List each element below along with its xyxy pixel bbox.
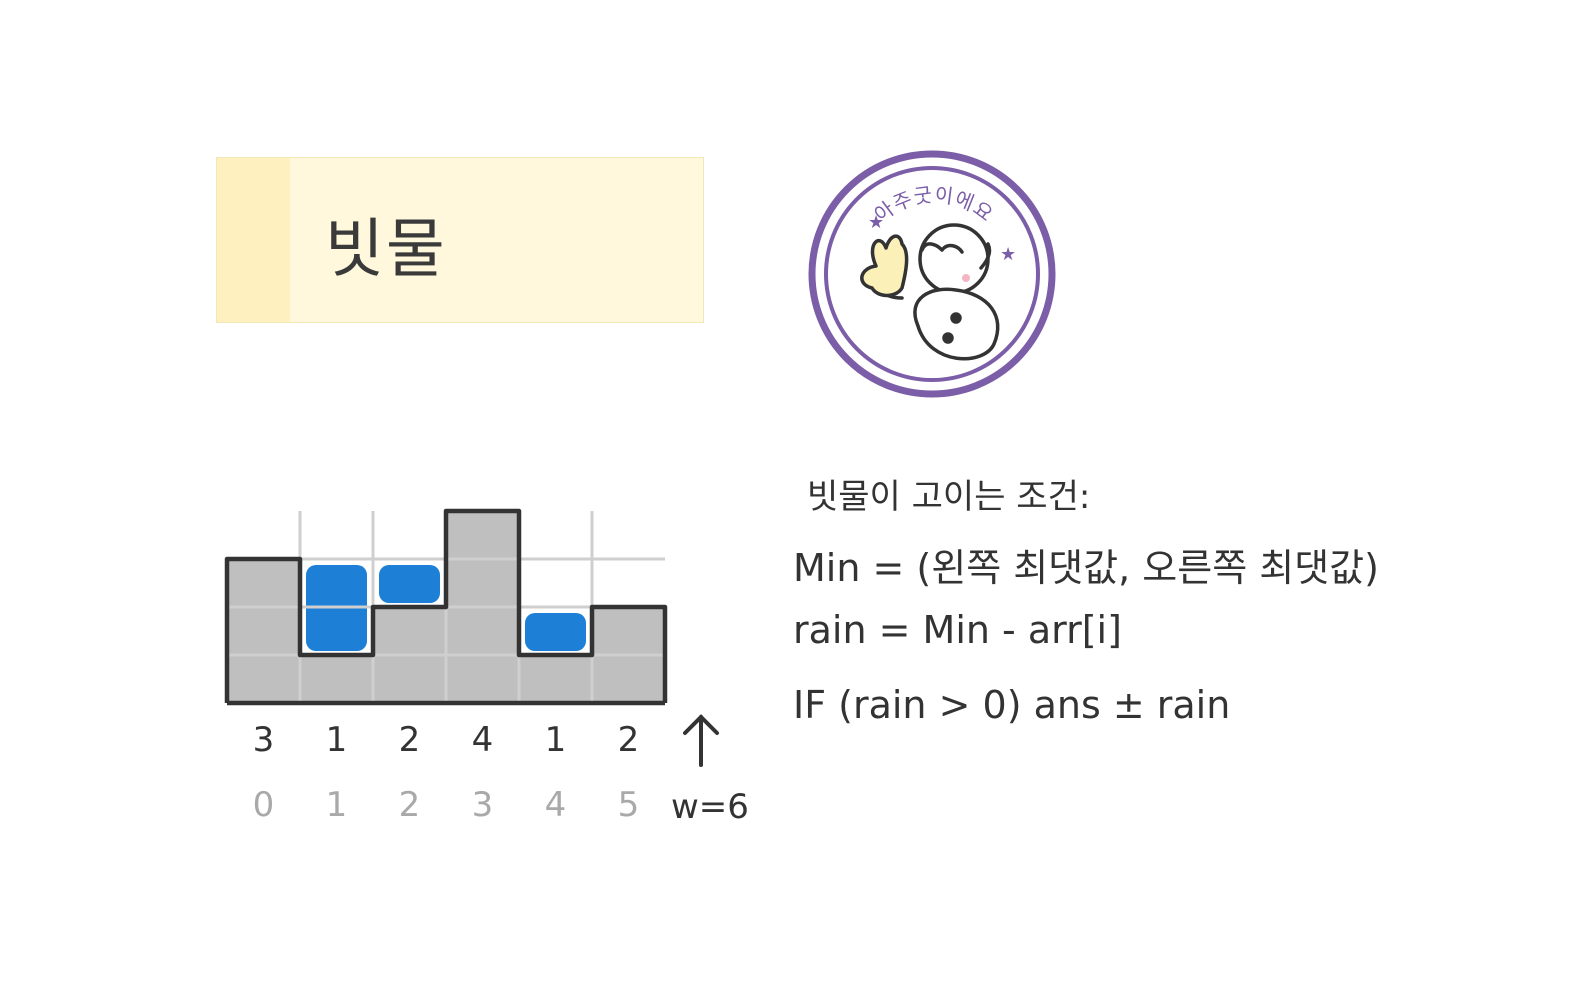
wall-column	[300, 655, 373, 703]
height-label: 3	[253, 720, 275, 760]
width-label: w=6	[671, 787, 749, 827]
mitten-icon	[860, 234, 909, 298]
wall-column	[519, 655, 592, 703]
index-labels: 0 1 2 3 4 5	[253, 785, 640, 825]
height-label: 1	[545, 720, 567, 760]
stamp-text: 아주굿이에요	[870, 182, 998, 226]
good-job-stamp: 아주굿이에요 ★ ★	[806, 148, 1058, 400]
formula-min: Min = (왼쪽 최댓값, 오른쪽 최댓값)	[793, 546, 1379, 590]
page-title: 빗물	[325, 213, 447, 287]
water-block	[379, 565, 440, 603]
title-note: 빗물	[216, 157, 704, 323]
index-label: 1	[326, 785, 348, 825]
height-label: 4	[472, 720, 494, 760]
star-icon: ★	[1000, 244, 1016, 265]
title-note-tab	[217, 158, 290, 322]
height-labels: 3 1 2 4 1 2	[253, 720, 640, 760]
star-icon: ★	[868, 212, 884, 233]
formula-rain: rain = Min - arr[i]	[793, 608, 1122, 652]
height-label: 2	[618, 720, 640, 760]
index-label: 5	[618, 785, 640, 825]
wall-column	[227, 559, 300, 703]
stamp-outer-ring	[808, 150, 1056, 398]
index-label: 0	[253, 785, 275, 825]
formula-if: IF (rain > 0) ans ± rain	[793, 683, 1231, 727]
conditions-heading: 빗물이 고이는 조건:	[807, 477, 1091, 517]
up-arrow-icon	[683, 714, 719, 767]
index-label: 4	[545, 785, 567, 825]
index-label: 3	[472, 785, 494, 825]
height-label: 1	[326, 720, 348, 760]
index-label: 2	[399, 785, 421, 825]
svg-text:아주굿이에요: 아주굿이에요	[870, 182, 999, 226]
water-block	[525, 613, 586, 651]
skyline-outline	[224, 508, 668, 703]
stamp-inner-ring	[824, 166, 1040, 382]
height-label: 2	[399, 720, 421, 760]
rain-water-diagram: 3 1 2 4 1 2 0 1 2 3 4 5 w=6	[215, 495, 775, 840]
